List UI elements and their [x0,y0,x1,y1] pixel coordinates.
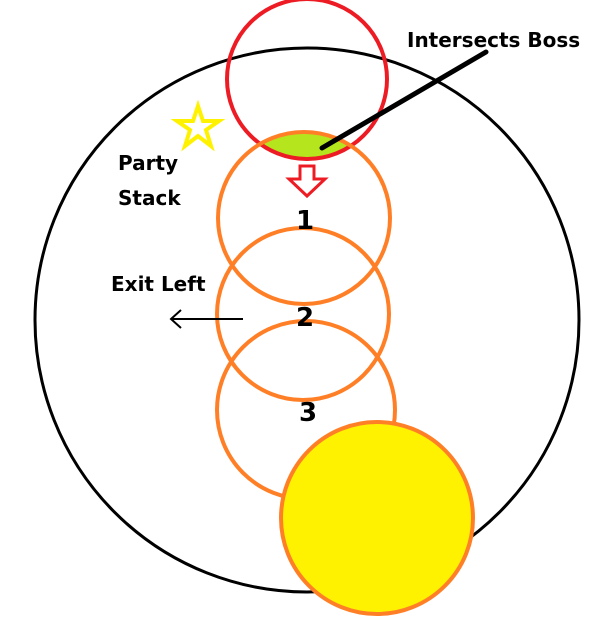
arena-circle [33,46,581,594]
party-label: Party [118,151,178,175]
boss-circle [225,0,389,161]
position-number-2: 2 [296,303,314,333]
position-circle-2 [215,226,391,402]
position-number-1: 1 [296,206,314,236]
yellow-aoe-circle [279,420,475,616]
position-circle-1 [216,130,392,306]
pointer-line [319,49,489,151]
position-number-3: 3 [299,398,317,428]
left-arrow-icon [169,309,182,329]
down-arrow-icon [285,164,329,199]
exit-left-label: Exit Left [111,272,206,296]
intersects-boss-label: Intersects Boss [407,28,580,52]
star-icon [170,99,226,152]
stack-label: Stack [118,186,181,210]
